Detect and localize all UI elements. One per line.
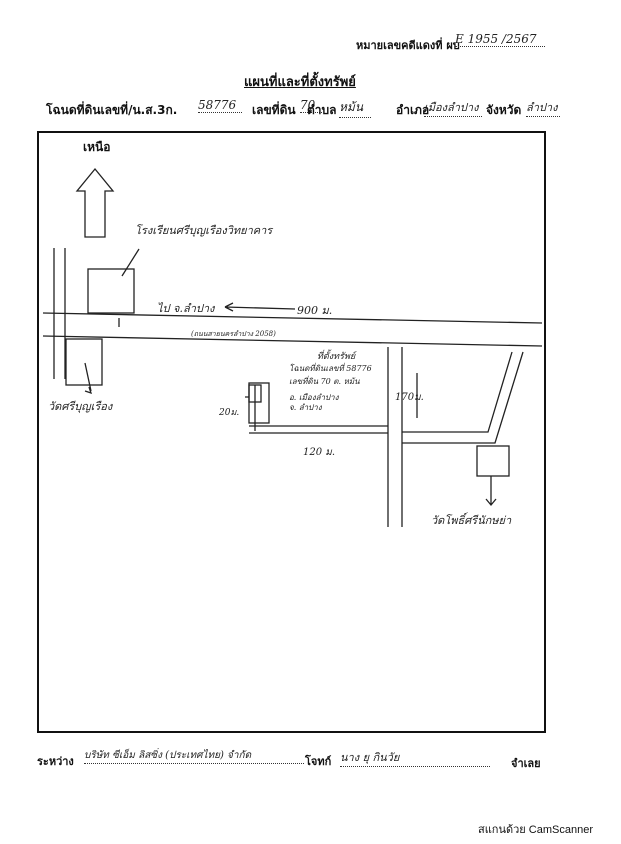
subdistrict-label: ตำบล (307, 103, 337, 117)
school-building (87, 268, 135, 314)
temple-right-label: วัดโพธิ์ศรีนักษย่า (431, 514, 512, 527)
case-number-label: หมายเลขคดีแดงที่ ผบ (356, 39, 460, 52)
property-district-line: อ. เมืองลำปาง (289, 393, 339, 402)
subdistrict-value: หม้น (339, 98, 371, 118)
property-plot (248, 382, 270, 424)
plaintiff-role-label: โจทก์ (305, 755, 332, 768)
scanner-watermark: สแกนด้วย CamScanner (478, 824, 594, 836)
case-number-value: E 1955 /2567 (455, 32, 545, 47)
page-title: แผนที่และที่ตั้งทรัพย์ (244, 75, 356, 90)
temple-left-label: วัดศรีบุญเรือง (48, 400, 113, 413)
road-note-label: (ถนนสายนครลำปาง 2058) (191, 330, 276, 338)
temple-left-block (65, 338, 103, 386)
horizontal-distance-label: 120 ม. (303, 447, 336, 458)
map-frame: เหนือ โรงเรียนศรีบุญเรืองวิทยาคาร ไป จ.ล… (37, 131, 546, 733)
road-distance-label: 900 ม. (297, 304, 333, 317)
temple-right-block (476, 445, 510, 477)
between-label: ระหว่าง (37, 755, 74, 768)
property-title: ที่ตั้งทรัพย์ (317, 352, 356, 362)
land-number-label: เลขที่ดิน (252, 103, 296, 117)
province-label: จังหวัด (486, 103, 522, 117)
road-direction-label: ไป จ.ลำปาง (157, 302, 215, 315)
deed-value: 58776 (198, 98, 242, 113)
plaintiff-name: บริษัท ซีเอ็ม ลิสซิ่ง (ประเทศไทย) จำกัด (84, 748, 304, 764)
north-label: เหนือ (83, 140, 111, 154)
land-number-value: 70 (300, 98, 322, 113)
vertical-distance-label: 170ม. (395, 392, 424, 403)
property-province-line: จ. ลำปาง (289, 403, 322, 412)
school-label: โรงเรียนศรีบุญเรืองวิทยาคาร (135, 224, 273, 237)
map-drawing (42, 167, 543, 527)
district-value: เมืองลำปาง (424, 98, 482, 117)
property-deed-line: โฉนดที่ดินเลขที่ 58776 (289, 364, 372, 373)
defendant-role-label: จำเลย (511, 757, 541, 770)
side-width-label: 20ม. (219, 408, 240, 418)
defendant-name: นาง ยุ กินวัย (340, 748, 490, 767)
province-value: ลำปาง (526, 98, 560, 117)
district-label: อำเภอ (396, 103, 430, 117)
deed-label: โฉนดที่ดินเลขที่/น.ส.3ก. (46, 103, 178, 117)
property-land-line: เลขที่ดิน 70 ต. หม้น (289, 377, 360, 386)
north-arrow-icon (75, 167, 115, 238)
